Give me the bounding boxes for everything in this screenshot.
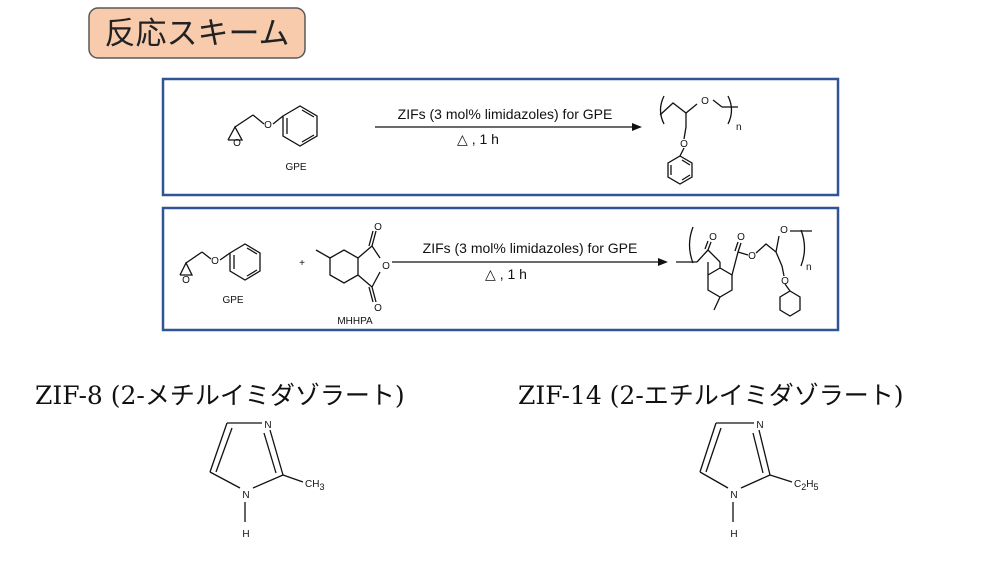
polyether-product: [659, 95, 738, 185]
gpe-molecule-2: [179, 243, 261, 281]
plus-sign: +: [299, 258, 305, 269]
2-ethylimidazole-structure: [699, 422, 793, 522]
conditions-bottom: △ , 1 h: [457, 131, 499, 147]
mhhpa-label: MHHPA: [337, 316, 373, 327]
zif8-n-top: N: [264, 420, 271, 431]
arrowhead: [632, 123, 642, 131]
anhydride-oxygen-bottom: O: [374, 303, 382, 314]
zif14-ethyl: C2H5: [794, 479, 819, 492]
repeat-n: n: [736, 122, 742, 133]
gpe-molecule: [227, 105, 318, 147]
conditions-bottom-2: △ , 1 h: [485, 266, 527, 282]
ester-oxygen: O: [748, 251, 756, 262]
title-box: [88, 7, 306, 59]
arrowhead-2: [658, 258, 668, 266]
2-methylimidazole-structure: [209, 422, 304, 522]
zif8-h: H: [242, 529, 249, 540]
mhhpa-molecule: [315, 230, 381, 303]
conditions-top-2: ZIFs (3 mol% limidazoles) for GPE: [423, 240, 638, 256]
product-oxygen: O: [701, 96, 709, 107]
anhydride-oxygen-ring: O: [382, 261, 390, 272]
epoxide-oxygen: O: [233, 138, 241, 149]
zif14-h: H: [730, 529, 737, 540]
ether-oxygen-2: O: [211, 256, 219, 267]
product-side-oxygen: O: [680, 139, 688, 150]
conditions-top: ZIFs (3 mol% limidazoles) for GPE: [398, 106, 613, 122]
zif14-n-bottom: N: [730, 490, 737, 501]
anhydride-oxygen-top: O: [374, 222, 382, 233]
epoxide-oxygen-2: O: [182, 275, 190, 286]
gpe-label: GPE: [285, 162, 306, 173]
zif14-n-top: N: [756, 420, 763, 431]
zif8-n-bottom: N: [242, 490, 249, 501]
ketone-oxygen: O: [709, 232, 717, 243]
ether-oxygen-product: O: [780, 225, 788, 236]
scheme1-box: [161, 77, 840, 197]
title-text: 反応スキーム: [104, 16, 289, 51]
polyester-product: [676, 226, 812, 317]
zif8-heading: ZIF-8 (2-メチルイミダゾラート): [35, 381, 405, 410]
ester-carbonyl-oxygen: O: [737, 232, 745, 243]
zif8-methyl: CH3: [305, 479, 324, 492]
zif14-heading: ZIF-14 (2-エチルイミダゾラート): [518, 381, 904, 410]
phenoxy-oxygen: O: [781, 276, 789, 287]
repeat-n-2: n: [806, 262, 812, 273]
scheme2-box: [161, 206, 840, 332]
ether-oxygen: O: [264, 120, 272, 131]
gpe-label-2: GPE: [222, 295, 243, 306]
